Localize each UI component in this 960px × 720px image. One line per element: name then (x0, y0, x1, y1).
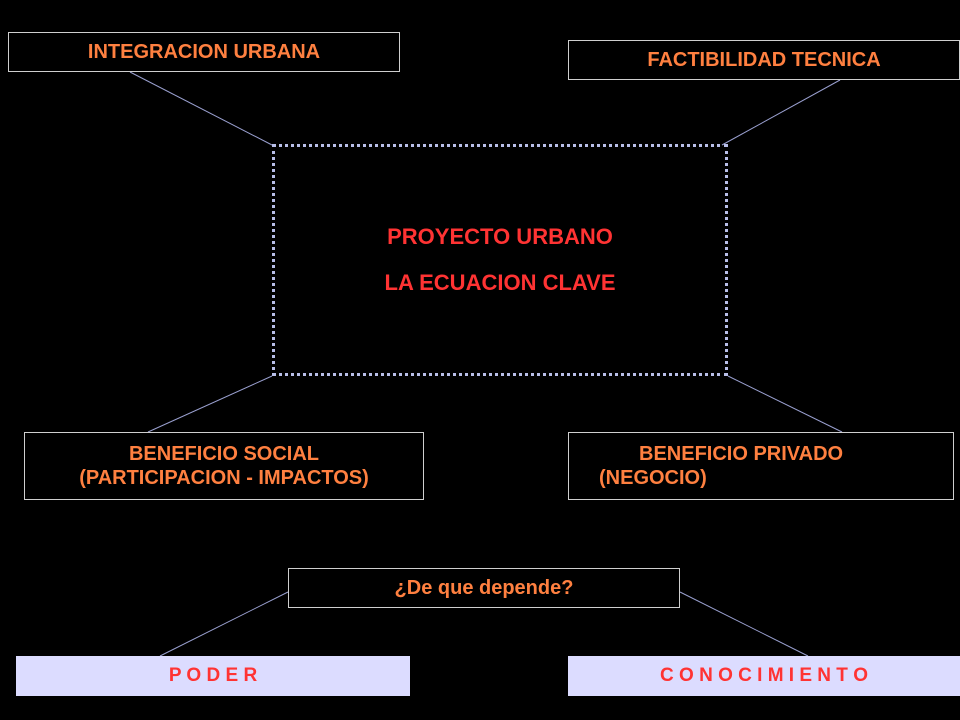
beneficio-social-title: BENEFICIO SOCIAL (128, 443, 319, 465)
pregunta-label: ¿De que depende? (394, 577, 574, 599)
pregunta-box: ¿De que depende? (288, 568, 680, 608)
connector-beneficio-privado (727, 375, 843, 433)
center-title: PROYECTO URBANO (387, 224, 613, 249)
integracion-urbana-box: INTEGRACION URBANA (8, 32, 400, 72)
poder-label: P O D E R (168, 665, 258, 686)
integracion-urbana-label: INTEGRACION URBANA (87, 41, 321, 63)
connector-beneficio-social (147, 375, 273, 433)
proyecto-urbano-box: PROYECTO URBANO LA ECUACION CLAVE (272, 144, 728, 376)
factibilidad-tecnica-box: FACTIBILIDAD TECNICA (568, 40, 960, 80)
connector-poder (159, 591, 289, 657)
conocimiento-label: C O N O C I M I E N T O (660, 665, 868, 686)
conocimiento-bar: C O N O C I M I E N T O (568, 656, 960, 696)
beneficio-privado-box: BENEFICIO PRIVADO (NEGOCIO) (568, 432, 954, 500)
connector-factibilidad (721, 79, 841, 146)
beneficio-privado-title: BENEFICIO PRIVADO (639, 443, 844, 465)
connector-integracion (129, 71, 273, 146)
center-subtitle: LA ECUACION CLAVE (384, 270, 616, 295)
beneficio-social-box: BENEFICIO SOCIAL (PARTICIPACION - IMPACT… (24, 432, 424, 500)
beneficio-social-detail: (PARTICIPACION - IMPACTOS) (79, 467, 369, 489)
factibilidad-tecnica-label: FACTIBILIDAD TECNICA (647, 49, 881, 71)
poder-bar: P O D E R (16, 656, 410, 696)
connector-conocimiento (679, 591, 809, 657)
beneficio-privado-detail: (NEGOCIO) (599, 467, 707, 489)
